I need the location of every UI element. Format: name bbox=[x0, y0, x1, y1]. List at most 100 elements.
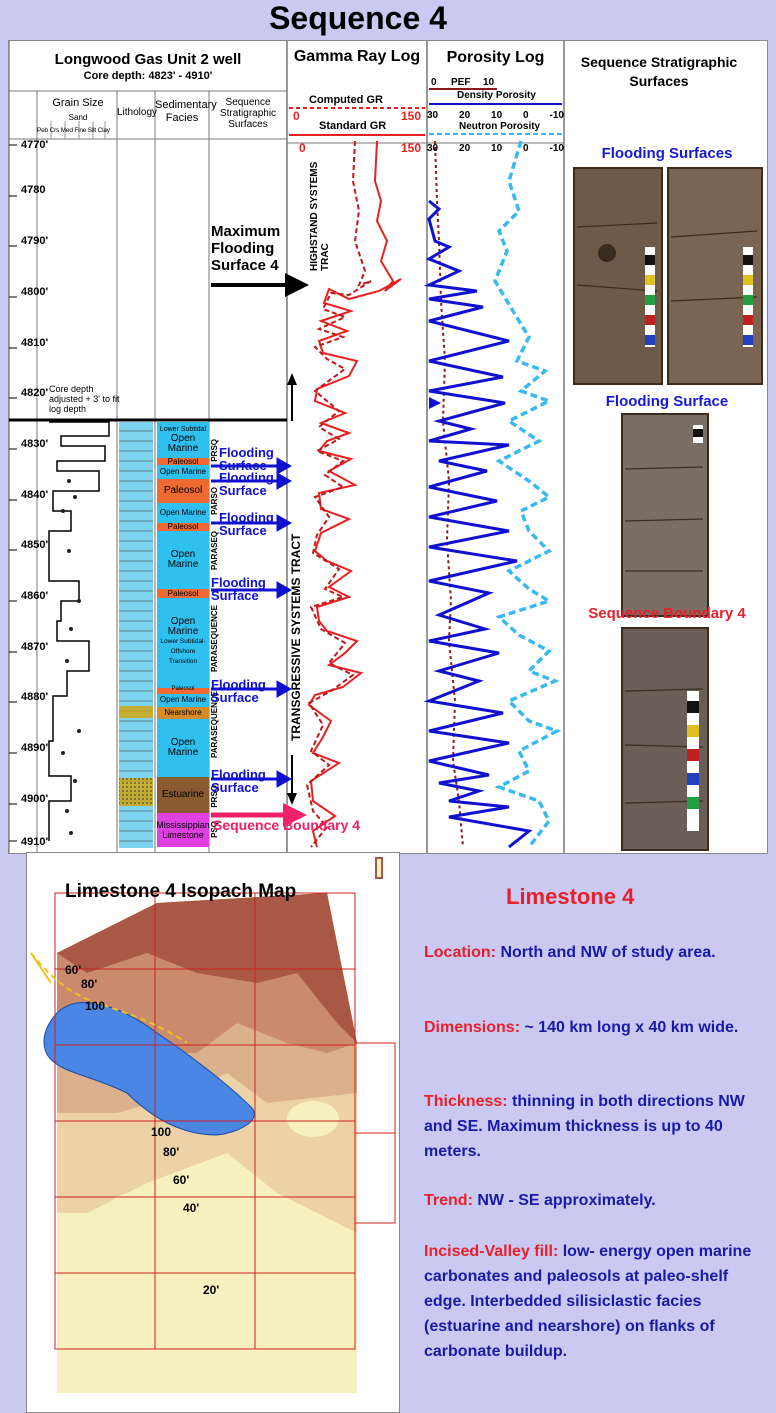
flooding-surface-label: Flooding Surface bbox=[211, 677, 266, 705]
thickness-text: thinning in both directions NW and SE. M… bbox=[424, 1093, 745, 1160]
contour-label: 40' bbox=[183, 1201, 200, 1215]
map-title: Limestone 4 Isopach Map bbox=[65, 881, 297, 902]
core-photo bbox=[667, 167, 763, 385]
well-name: Longwood Gas Unit 2 well bbox=[54, 51, 242, 68]
dimensions-label: Dimensions: bbox=[424, 1019, 521, 1036]
depth-label: 4880' bbox=[21, 691, 49, 703]
facies-open-marine: Open Marine bbox=[159, 508, 207, 517]
summary-heading: Limestone 4 bbox=[506, 884, 635, 909]
scale-tick: 30 bbox=[427, 110, 439, 121]
gamma-title: Gamma Ray Log bbox=[293, 48, 421, 65]
facies-open-marine: Open Marine bbox=[167, 737, 199, 758]
seq-code: PRSQ bbox=[210, 439, 219, 462]
isopach-map-svg bbox=[27, 853, 399, 1412]
incised-text: low- energy open marine carbonates and p… bbox=[424, 1243, 752, 1360]
facies-mississippian-limestone: Mississippian Limestone bbox=[156, 820, 210, 840]
depth-label: 4860' bbox=[21, 590, 49, 602]
scale-tick: 10 bbox=[491, 143, 503, 154]
grain-size-header: Grain Size bbox=[52, 97, 104, 109]
incised-label: Incised-Valley fill: bbox=[424, 1243, 559, 1260]
neutron-label: Neutron Porosity bbox=[459, 121, 541, 132]
facies-nearshore: Nearshore bbox=[164, 708, 202, 717]
facies-lower-subtidal-offshore: Lower Subtidal-Offshore Transition bbox=[160, 638, 206, 665]
sand-header: Sand bbox=[68, 113, 88, 122]
scale-tick: 20 bbox=[459, 110, 471, 121]
scale-tick: 10 bbox=[491, 110, 503, 121]
depth-label: 4770' bbox=[21, 139, 49, 151]
well-log-svg bbox=[9, 41, 565, 853]
gr-computed-min: 0 bbox=[293, 109, 300, 123]
depth-label: 4900' bbox=[21, 793, 49, 805]
surfaces-heading: Sequence Stratigraphic Surfaces bbox=[580, 54, 738, 89]
contour-label: 80' bbox=[163, 1145, 180, 1159]
depth-label: 4810' bbox=[21, 337, 49, 349]
facies-header: Sedimentary Facies bbox=[155, 99, 217, 124]
flooding-surface-label: Flooding Surface bbox=[219, 510, 274, 538]
core-photo bbox=[621, 413, 709, 617]
contour-label: 100 bbox=[151, 1125, 172, 1139]
facies-open-marine: Open Marine bbox=[159, 467, 207, 476]
facies-paleosol: Paleosol bbox=[167, 588, 199, 598]
seq-code: PARSO bbox=[210, 487, 219, 515]
facies-open-marine: Open Marine bbox=[167, 433, 199, 454]
sequence-boundary-label: Sequence Boundary 4 bbox=[213, 817, 361, 833]
summary-thickness: Thickness: thinning in both directions N… bbox=[424, 1089, 754, 1164]
scale-tick: 30 bbox=[427, 143, 439, 154]
scale-tick: 0 bbox=[523, 110, 529, 121]
lithology-header: Lithology bbox=[117, 107, 158, 118]
highstand-label: HIGHSTAND SYSTEMS TRAC bbox=[309, 161, 331, 271]
seq-code: PARASEQ bbox=[210, 531, 219, 570]
transgressive-label: TRANSGRESSIVE SYSTEMS TRACT bbox=[289, 533, 303, 741]
thickness-label: Thickness: bbox=[424, 1093, 508, 1110]
depth-label: 4780 bbox=[21, 184, 46, 196]
facies-lower-subtidal: Lower Subtidal bbox=[159, 426, 207, 433]
pef-max: 10 bbox=[483, 77, 495, 88]
core-photo bbox=[573, 167, 663, 385]
photo-label-flooding-surface: Flooding Surface bbox=[605, 393, 729, 410]
location-text: North and NW of study area. bbox=[500, 944, 716, 961]
surfaces-header: Sequence Stratigraphic Surfaces bbox=[219, 97, 277, 130]
computed-gr-label: Computed GR bbox=[309, 94, 383, 106]
density-label: Density Porosity bbox=[457, 90, 536, 101]
depth-label: 4830' bbox=[21, 438, 49, 450]
gr-standard-max: 150 bbox=[401, 141, 422, 155]
gr-standard-min: 0 bbox=[299, 141, 306, 155]
contour-label: 60' bbox=[173, 1173, 190, 1187]
scale-tick: 0 bbox=[523, 143, 529, 154]
page-title: Sequence 4 bbox=[269, 0, 447, 36]
flooding-surface-label: Flooding Surface bbox=[211, 767, 266, 795]
depth-label: 4890' bbox=[21, 742, 49, 754]
location-label: Location: bbox=[424, 944, 496, 961]
depth-label: 4800' bbox=[21, 286, 49, 298]
depth-label: 4820' bbox=[21, 387, 49, 399]
contour-label: 60' bbox=[65, 963, 82, 977]
flooding-surface-label: Flooding Surface bbox=[219, 445, 274, 473]
facies-paleosol: Paleosol bbox=[167, 456, 199, 466]
photo-label-sequence-boundary: Sequence Boundary 4 bbox=[588, 605, 746, 622]
depth-label: 4910' bbox=[21, 836, 49, 848]
contour-label: 100 bbox=[85, 999, 106, 1013]
facies-open-marine: Open Marine bbox=[167, 616, 199, 637]
scale-tick: -10 bbox=[549, 110, 564, 121]
porosity-title: Porosity Log bbox=[446, 49, 545, 66]
facies-paleosol: Paleosol bbox=[163, 485, 203, 496]
scale-tick: 20 bbox=[459, 143, 471, 154]
density-scale: 30 20 10 0 -10 bbox=[427, 110, 564, 121]
depth-label: 4850' bbox=[21, 539, 49, 551]
facies-open-marine: Open Marine bbox=[167, 549, 199, 570]
facies-paleosol: Paleosol bbox=[167, 522, 199, 531]
dimensions-text: ~ 140 km long x 40 km wide. bbox=[524, 1019, 739, 1036]
contour-label: 20' bbox=[203, 1283, 220, 1297]
summary-location: Location: North and NW of study area. bbox=[424, 940, 754, 965]
neutron-scale: 30 20 10 0 -10 bbox=[427, 143, 564, 154]
scale-tick: -10 bbox=[549, 143, 564, 154]
gr-computed-max: 150 bbox=[401, 109, 422, 123]
photo-label-flooding-surfaces: Flooding Surfaces bbox=[601, 145, 733, 162]
summary-incised-valley: Incised-Valley fill: low- energy open ma… bbox=[424, 1239, 754, 1364]
depth-label: 4790' bbox=[21, 235, 49, 247]
core-photo bbox=[621, 627, 709, 851]
facies-open-marine: Open Marine bbox=[159, 695, 207, 704]
core-depth: Core depth: 4823' - 4910' bbox=[83, 70, 213, 82]
isopach-map-panel: Limestone 4 Isopach Map 60' 80' 100 100 … bbox=[26, 852, 400, 1413]
grain-columns: Peb Crs Med Fine Silt Clay bbox=[37, 127, 110, 134]
